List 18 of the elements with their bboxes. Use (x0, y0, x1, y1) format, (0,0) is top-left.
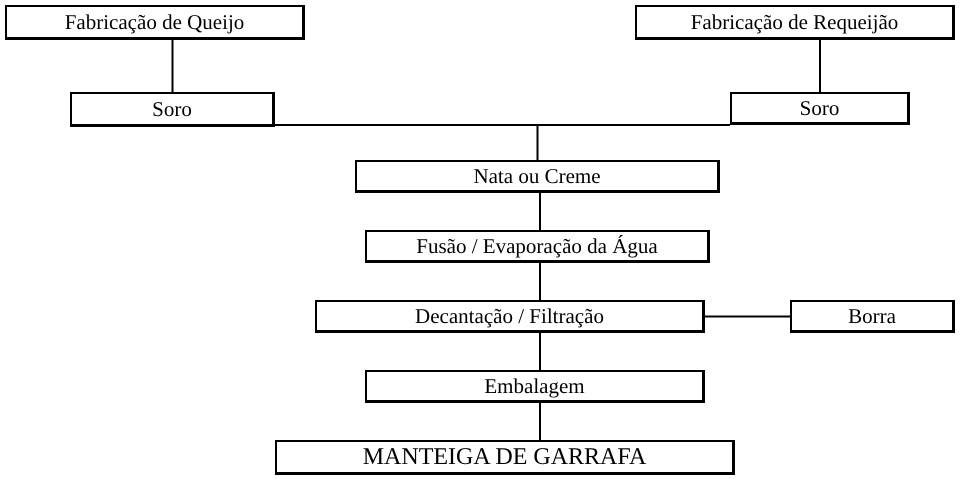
process-box: Decantação / Filtração (315, 300, 705, 333)
connector-line (819, 40, 821, 92)
process-box: Fabricação de Queijo (5, 5, 305, 40)
connector-line (539, 193, 541, 230)
connector-line (536, 124, 730, 160)
connector-line (172, 40, 174, 92)
process-box: Soro (70, 92, 275, 127)
process-box: Fusão / Evaporação da Água (365, 230, 710, 263)
connector-line (705, 316, 790, 318)
process-box: Borra (790, 300, 955, 333)
process-box: Nata ou Creme (355, 160, 720, 193)
connector-line (539, 333, 541, 370)
process-box: Fabricação de Requeijão (635, 5, 955, 40)
connector-line (539, 263, 541, 300)
process-box: Embalagem (365, 370, 705, 403)
process-box: Soro (730, 92, 910, 125)
connector-line (539, 403, 541, 440)
process-box: MANTEIGA DE GARRAFA (275, 440, 735, 475)
